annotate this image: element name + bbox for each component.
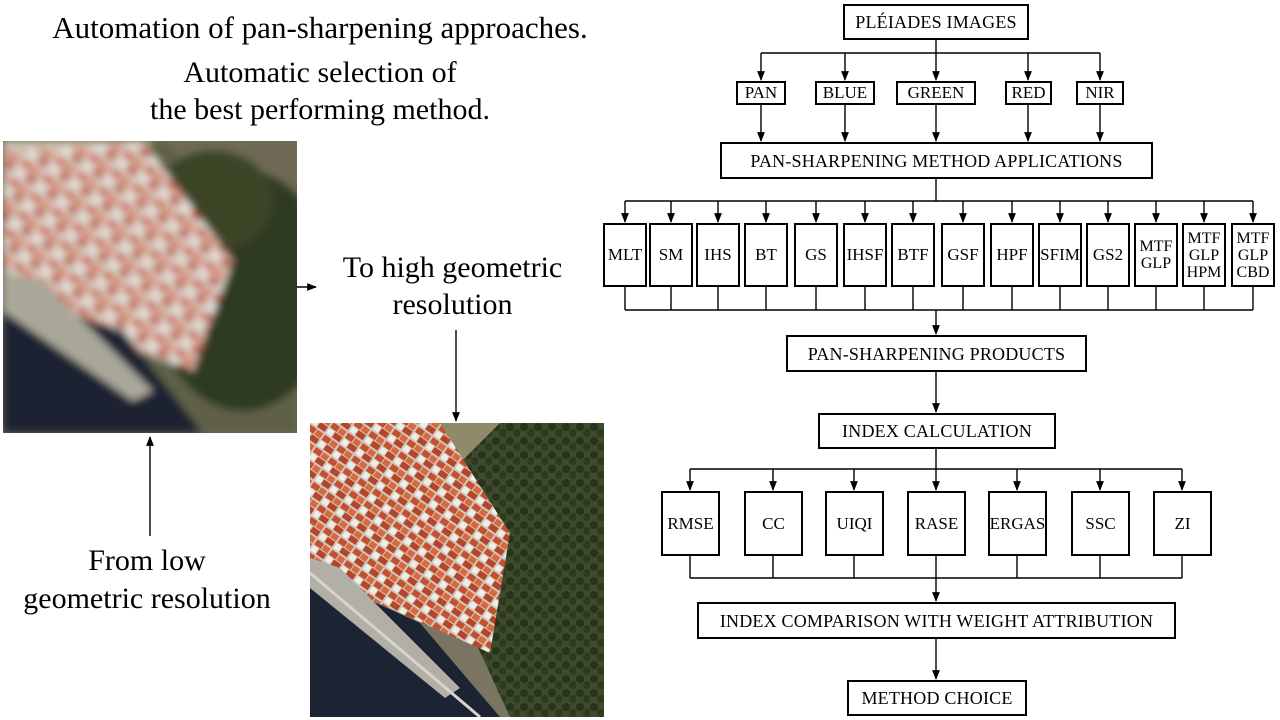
method-box-10: GS2 [1086,223,1130,287]
method-box-12: MTF GLP HPM [1182,223,1226,287]
index-box-ssc: SSC [1071,491,1130,556]
method-box-3: BT [744,223,788,287]
method-box-8: HPF [990,223,1034,287]
method-choice-box: METHOD CHOICE [847,680,1027,716]
index-box-rmse: RMSE [661,491,720,556]
method-box-4: GS [794,223,838,287]
band-box-red: RED [1005,81,1052,105]
high-resolution-caption-line1: To high geometric [342,251,563,284]
band-box-nir: NIR [1076,81,1124,105]
method-box-13: MTF GLP CBD [1231,223,1275,287]
low-resolution-image [3,141,297,433]
index-box-cc: CC [744,491,803,556]
band-box-green: GREEN [896,81,976,105]
applications-box: PAN-SHARPENING METHOD APPLICATIONS [720,142,1153,179]
comparison-box: INDEX COMPARISON WITH WEIGHT ATTRIBUTION [697,602,1176,639]
method-box-1: SM [649,223,693,287]
index-box-rase: RASE [907,491,966,556]
high-resolution-caption-line2: resolution [392,288,513,321]
method-box-9: SFIM [1038,223,1082,287]
index-calculation-box: INDEX CALCULATION [818,413,1056,449]
products-box: PAN-SHARPENING PRODUCTS [786,335,1087,372]
low-resolution-caption-line2: geometric resolution [23,582,271,615]
index-box-zi: ZI [1153,491,1212,556]
method-box-2: IHS [696,223,740,287]
method-box-0: MLT [603,223,647,287]
method-box-11: MTF GLP [1134,223,1178,287]
low-resolution-caption-line1: From low [88,544,206,577]
headline-subtitle-line2: the best performing method. [150,93,490,126]
band-box-blue: BLUE [815,81,875,105]
index-box-ergas: ERGAS [988,491,1047,556]
method-box-5: IHSF [843,223,887,287]
method-box-7: GSF [941,223,985,287]
band-box-pan: PAN [736,81,786,105]
input-box-pleiades-images: PLÉIADES IMAGES [843,4,1029,40]
method-box-6: BTF [891,223,935,287]
headline-title: Automation of pan-sharpening approaches. [52,10,588,45]
high-resolution-image [310,423,604,717]
headline-subtitle-line1: Automatic selection of [183,56,457,89]
index-box-uiqi: UIQI [825,491,884,556]
